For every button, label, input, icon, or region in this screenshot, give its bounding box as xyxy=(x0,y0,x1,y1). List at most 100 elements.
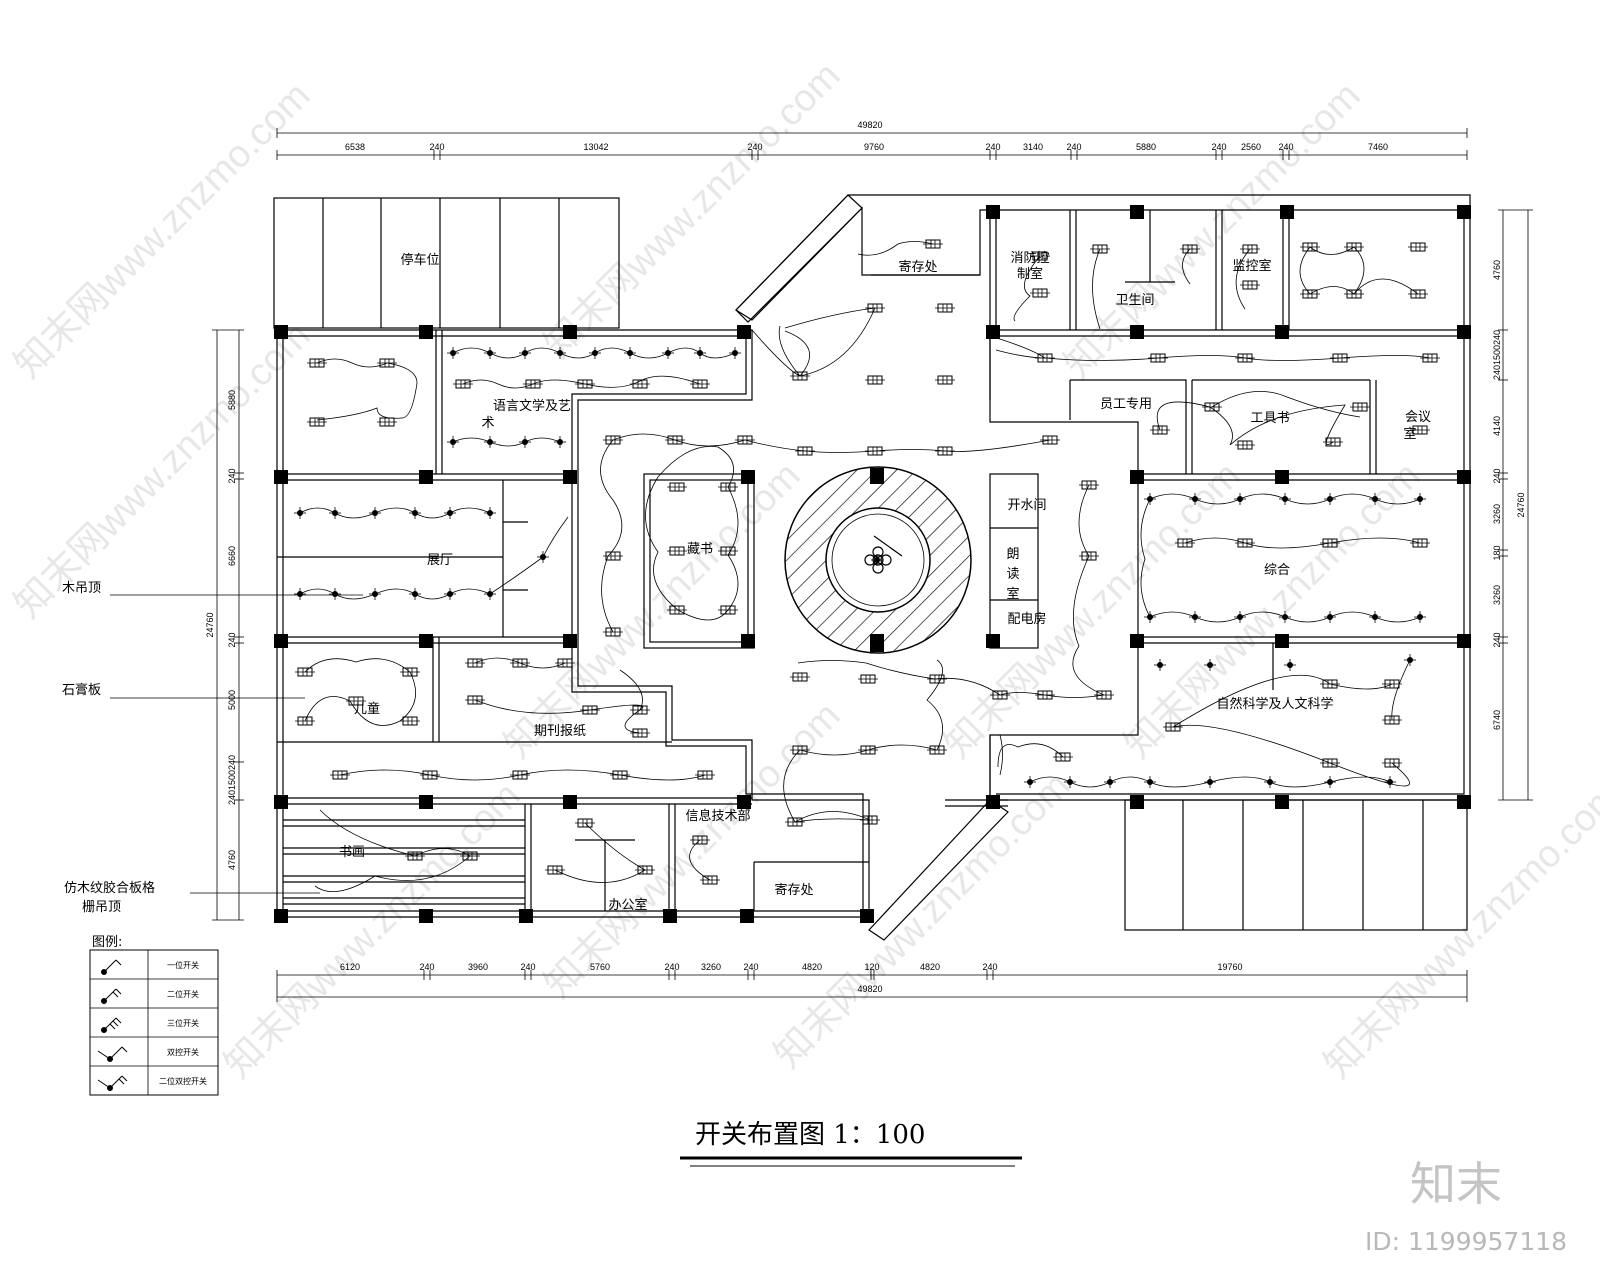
dim-top: 3140 xyxy=(1023,142,1043,152)
dim-top: 6538 xyxy=(345,142,365,152)
dim-bottom: 240 xyxy=(520,962,535,972)
legend-item: 二位双控开关 xyxy=(159,1076,207,1086)
room-label-collection: 藏书 xyxy=(687,542,713,557)
room-labels: 停车位 寄存处 消防控 制室 卫生间 监控室 语言文学及艺 术 员工专用 工具书… xyxy=(339,250,1431,913)
dimension-lines xyxy=(212,128,1533,1002)
watermark-text: 知末网www.znzmo.com xyxy=(767,764,1079,1076)
watermark-text: 知末网www.znzmo.com xyxy=(537,694,849,1006)
dim-left: 2401500240 xyxy=(227,755,237,805)
room-label-study: 书画 xyxy=(339,845,365,860)
callout-gypsum: 石膏板 xyxy=(62,682,101,698)
dim-bottom: 240 xyxy=(743,962,758,972)
watermark-text: 知末网www.znzmo.com xyxy=(537,54,849,366)
switch-icon xyxy=(97,959,128,1091)
room-label-water-room: 开水间 xyxy=(1007,498,1046,513)
room-label-meeting: 室 xyxy=(1403,426,1416,442)
room-label-storage-bottom: 寄存处 xyxy=(774,882,813,898)
dim-right: 4140 xyxy=(1492,416,1502,436)
legend-heading: 图例: xyxy=(92,935,122,950)
dim-bottom: 240 xyxy=(419,962,434,972)
room-label-parking: 停车位 xyxy=(400,252,439,268)
dim-bottom: 4820 xyxy=(802,962,822,972)
dim-bottom: 3260 xyxy=(701,962,721,972)
dim-bottom: 4820 xyxy=(920,962,940,972)
drawing-title: 开关布置图 1：100 xyxy=(695,1120,925,1150)
legend-item: 一位开关 xyxy=(167,960,199,970)
dim-left: 240 xyxy=(227,468,237,483)
dim-left: 5880 xyxy=(227,390,237,410)
dim-right: 2401500240 xyxy=(1492,330,1502,380)
room-label-fire-control: 制室 xyxy=(1017,266,1043,282)
dim-top: 240 xyxy=(1066,142,1081,152)
dim-top: 7460 xyxy=(1368,142,1388,152)
dim-left: 6660 xyxy=(227,546,237,566)
dimension-labels: 49820 6538 240 13042 240 9760 240 3140 2… xyxy=(205,120,1526,994)
dim-right: 6740 xyxy=(1492,710,1502,730)
dim-top: 9760 xyxy=(864,142,884,152)
watermark-text: 知末网www.znzmo.com xyxy=(1057,74,1369,386)
material-callouts: 木吊顶 石膏板 仿木纹胶合板格 栅吊顶 xyxy=(62,581,363,915)
room-label-office: 办公室 xyxy=(608,897,647,913)
room-label-hall: 展厅 xyxy=(427,553,453,568)
dim-top: 5880 xyxy=(1136,142,1156,152)
dim-left: 5000 xyxy=(227,690,237,710)
dim-bottom: 19760 xyxy=(1217,962,1242,972)
dim-bottom: 3960 xyxy=(468,962,488,972)
room-label-info-tech: 信息技术部 xyxy=(685,808,750,824)
legend-item: 三位开关 xyxy=(167,1018,199,1028)
dim-left: 240 xyxy=(227,632,237,647)
brand-watermark: 知末 ID: 1199957118 xyxy=(1365,1157,1567,1256)
dim-top: 240 xyxy=(747,142,762,152)
legend-item: 二位开关 xyxy=(167,989,199,999)
room-label-general: 综合 xyxy=(1264,563,1290,578)
dim-top: 240 xyxy=(429,142,444,152)
watermark-text: 知末网www.znzmo.com xyxy=(217,774,529,1086)
dim-right: 3260 xyxy=(1492,504,1502,524)
dim-right: 240 xyxy=(1492,468,1502,483)
dim-total-top: 49820 xyxy=(857,120,882,130)
dim-top: 240 xyxy=(1211,142,1226,152)
legend: 图例: 一位开关 二位开关 三位开关 双控开关 二位双控开关 xyxy=(89,935,219,1096)
room-label-staff: 员工专用 xyxy=(1100,397,1152,412)
dim-left: 24760 xyxy=(205,612,215,637)
dim-bottom: 6120 xyxy=(340,962,360,972)
room-label-periodicals: 期刊报纸 xyxy=(534,724,586,739)
dim-right-total: 24760 xyxy=(1516,492,1526,517)
legend-item: 双控开关 xyxy=(167,1047,199,1057)
room-label-monitor: 监控室 xyxy=(1232,258,1271,274)
room-label-science: 自然科学及人文科学 xyxy=(1216,696,1333,712)
drawing-title-block: 开关布置图 1：100 xyxy=(680,1120,1022,1167)
room-label-storage-top: 寄存处 xyxy=(898,259,937,275)
image-id-text: ID: 1199957118 xyxy=(1365,1227,1567,1256)
room-label-language: 术 xyxy=(481,416,494,431)
dim-bottom: 240 xyxy=(664,962,679,972)
dim-top: 13042 xyxy=(583,142,608,152)
room-label-children: 儿童 xyxy=(354,701,380,717)
brand-logo-text: 知末 xyxy=(1410,1157,1502,1211)
dim-left: 4760 xyxy=(227,850,237,870)
room-label-fire-control: 消防控 xyxy=(1010,250,1049,266)
dim-top: 240 xyxy=(1278,142,1293,152)
dim-right: 180 xyxy=(1492,545,1502,560)
callout-imitation-wood: 栅吊顶 xyxy=(82,900,121,915)
room-label-power: 配电房 xyxy=(1007,611,1046,627)
room-label-reading: 读 xyxy=(1006,567,1019,582)
room-label-language: 语言文学及艺 xyxy=(493,398,571,414)
dim-top: 2560 xyxy=(1241,142,1261,152)
room-label-reading: 室 xyxy=(1006,586,1019,602)
circuit-wiring xyxy=(299,241,1431,892)
dim-right: 4760 xyxy=(1492,260,1502,280)
room-label-restroom: 卫生间 xyxy=(1115,293,1154,308)
watermark-text: 知末网www.znzmo.com xyxy=(497,454,809,766)
callout-imitation-wood: 仿木纹胶合板格 xyxy=(64,880,155,896)
dim-bottom: 120 xyxy=(864,962,879,972)
structural-columns xyxy=(274,205,1471,923)
dim-top: 240 xyxy=(985,142,1000,152)
room-label-reading: 朗 xyxy=(1006,547,1019,562)
dim-right: 3260 xyxy=(1492,585,1502,605)
room-label-meeting: 会议 xyxy=(1405,410,1431,425)
dim-total-bottom: 49820 xyxy=(857,984,882,994)
dim-bottom: 5760 xyxy=(590,962,610,972)
dim-right: 240 xyxy=(1492,632,1502,647)
